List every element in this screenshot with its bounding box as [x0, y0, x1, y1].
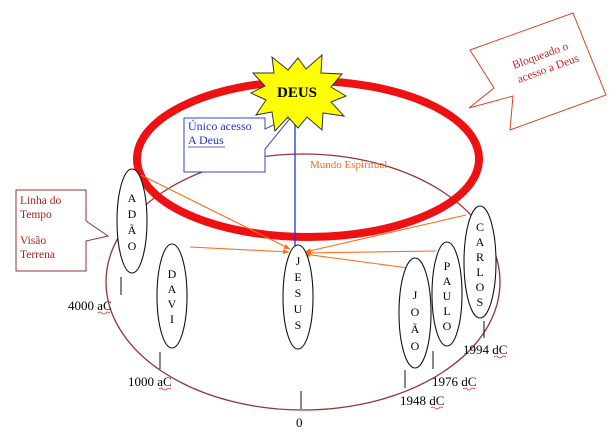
person-letter: U [294, 302, 303, 316]
person-letter: U [443, 289, 452, 303]
person-letter: A [128, 191, 137, 205]
date-carlos: 1994 dC [463, 342, 507, 357]
date-davi: 1000 aC [128, 374, 172, 389]
person-letter: A [168, 282, 177, 296]
date-paulo: 1976 dC [432, 374, 476, 389]
person-letter: L [476, 265, 483, 279]
arrow-carlos-jesus [304, 214, 467, 254]
carlos-ellipse [463, 205, 497, 319]
timeline-callout-box [15, 189, 110, 272]
person-letter: O [128, 239, 137, 253]
person-letter: O [411, 339, 420, 353]
access-callout-line2: A Deus [188, 133, 224, 147]
access-callout-line1: Único acesso [188, 119, 252, 133]
davi-ellipse [156, 243, 188, 349]
person-letter: P [444, 259, 451, 273]
person-letter: D [128, 207, 137, 221]
person-letter: I [170, 312, 174, 326]
joao-ellipse [398, 257, 432, 369]
timeline-callout-line1: Linha do [20, 195, 61, 207]
person-letter: D [168, 267, 177, 281]
person-letter: L [443, 304, 450, 318]
person-letter: S [477, 295, 484, 309]
arrow-davi-jesus [189, 246, 290, 255]
arrow-paulo-jesus [304, 250, 437, 256]
person-letter: R [476, 250, 484, 264]
paulo-ellipse [431, 241, 463, 347]
person-letter: S [295, 318, 302, 332]
squiggle-joao [430, 406, 444, 410]
god-starburst [249, 53, 348, 133]
squiggle-adao [97, 311, 111, 315]
timeline-callout-line2: Tempo [20, 209, 52, 221]
person-letter: V [168, 297, 177, 311]
person-letter: J [296, 254, 301, 268]
squiggle-carlos [493, 355, 507, 359]
person-letter: S [295, 286, 302, 300]
squiggle-davi [158, 387, 172, 391]
god-label: DEUS [277, 85, 317, 101]
date-adao: 4000 aC [68, 298, 112, 313]
date-jesus: 0 [296, 415, 303, 430]
world-ellipse [105, 153, 501, 411]
person-letter: O [411, 305, 420, 319]
timeline-callout-line4: Terrena [20, 249, 55, 261]
person-letter: C [476, 220, 484, 234]
arrow-joao-jesus [303, 252, 409, 269]
person-letter: A [476, 235, 485, 249]
blocked-callout-box [468, 12, 607, 131]
date-joao: 1948 dC [400, 393, 444, 408]
person-letter: O [476, 280, 485, 294]
jesus-ellipse [282, 244, 314, 350]
person-letter: O [443, 319, 452, 333]
person-letter: A [443, 274, 452, 288]
spiritual-world-label: Mundo Espiritual [310, 159, 387, 171]
arrow-adao-jesus [140, 174, 291, 250]
person-letter: E [294, 270, 301, 284]
person-letter: Ã [128, 223, 137, 237]
timeline-callout-line3: Visão [20, 235, 46, 247]
person-letter: J [413, 288, 418, 302]
person-letter: Ã [411, 322, 420, 336]
squiggle-paulo [462, 387, 476, 391]
access-callout-box [183, 115, 293, 173]
adao-ellipse [116, 168, 148, 274]
